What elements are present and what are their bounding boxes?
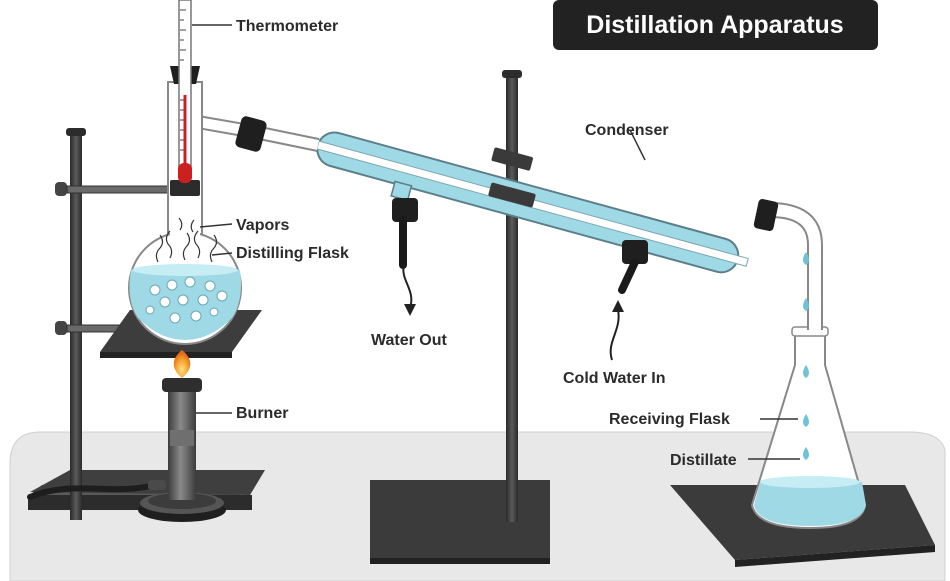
receiving-flask	[750, 326, 867, 530]
label-receiving-flask: Receiving Flask	[609, 411, 730, 428]
adapter-tube	[753, 198, 823, 330]
title-banner	[553, 0, 878, 50]
distillate-drops	[803, 252, 809, 460]
bunsen-burner	[27, 350, 226, 522]
label-condenser: Condenser	[585, 122, 669, 139]
label-thermometer: Thermometer	[236, 18, 338, 35]
distilling-flask	[128, 66, 320, 345]
water-out-arrow	[402, 264, 416, 316]
condenser	[316, 131, 749, 294]
label-distillate: Distillate	[670, 452, 737, 469]
label-cold-water-in: Cold Water In	[563, 370, 666, 387]
middle-ring-stand	[370, 70, 550, 564]
label-burner: Burner	[236, 405, 288, 422]
label-water-out: Water Out	[371, 332, 448, 349]
water-in-arrow	[609, 300, 624, 361]
leader-lines	[192, 24, 800, 460]
label-distilling-flask: Distilling Flask	[236, 245, 349, 262]
label-vapors: Vapors	[236, 217, 289, 234]
diagram-title: Distillation Apparatus	[586, 11, 843, 39]
thermometer	[178, 0, 192, 183]
